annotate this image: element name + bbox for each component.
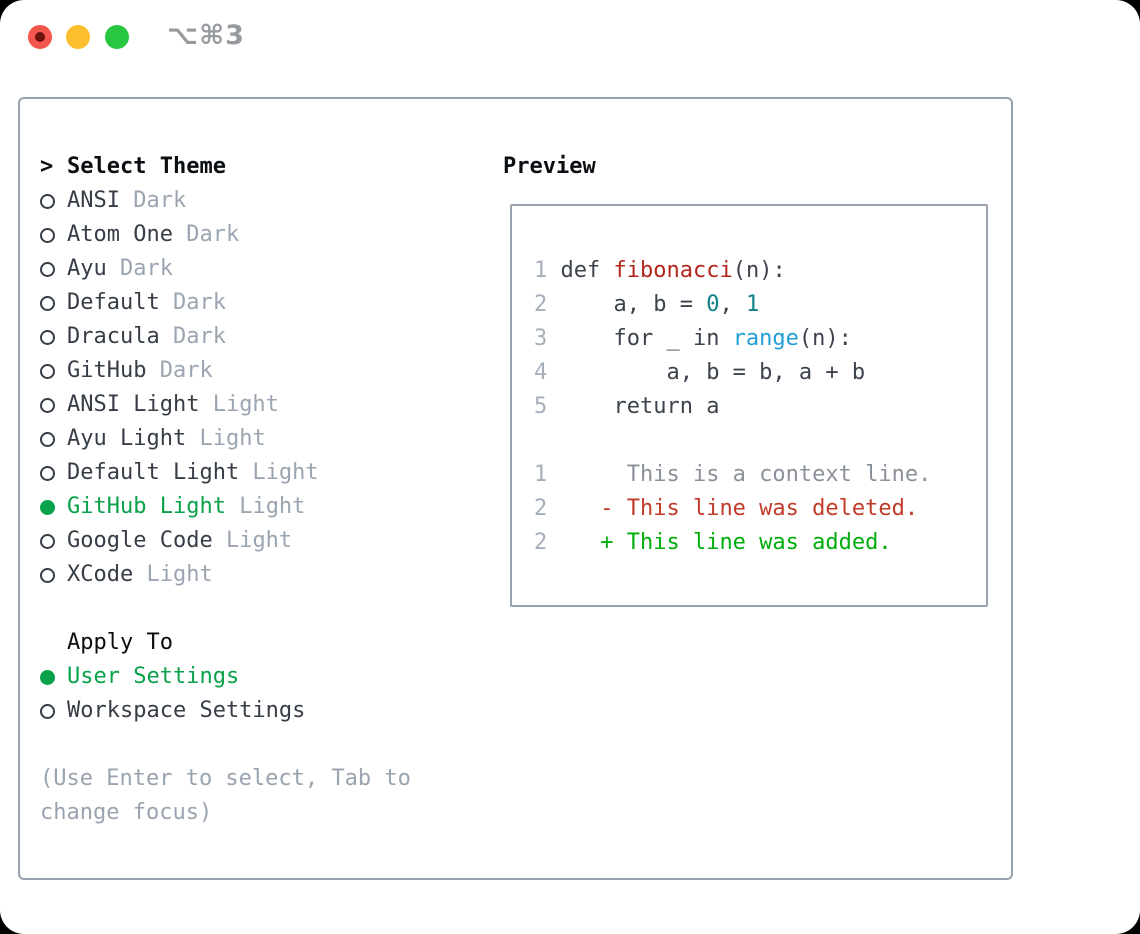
theme-name: GitHub Light bbox=[67, 494, 226, 519]
theme-variant-tag: Dark bbox=[159, 324, 226, 349]
apply-to-title: Apply To bbox=[67, 630, 173, 655]
theme-variant-tag: Light bbox=[239, 460, 319, 485]
code-line: 2 a, b = 0, 1 bbox=[534, 292, 760, 317]
theme-name: Dracula bbox=[67, 324, 160, 349]
apply-option-label: Workspace Settings bbox=[67, 698, 306, 723]
radio-selected-icon bbox=[40, 499, 55, 515]
apply-option-user-settings[interactable]: User Settings bbox=[40, 660, 411, 694]
theme-variant-tag: Dark bbox=[106, 256, 173, 281]
radio-icon bbox=[40, 261, 55, 277]
apply-option-label: User Settings bbox=[67, 664, 240, 689]
code-line: 2 + This line was added. bbox=[534, 530, 892, 555]
titlebar: ⌥⌘3 bbox=[0, 0, 1140, 74]
radio-icon bbox=[40, 703, 55, 719]
theme-variant-tag: Light bbox=[225, 494, 306, 519]
radio-icon bbox=[40, 363, 55, 379]
theme-name: GitHub bbox=[67, 358, 147, 383]
help-text-line-2: change focus) bbox=[40, 800, 213, 825]
radio-icon bbox=[40, 227, 55, 243]
theme-option-xcode[interactable]: XCode Light bbox=[40, 558, 411, 592]
code-preview: 1 def fibonacci(n): 2 a, b = 0, 1 3 for _ … bbox=[534, 254, 968, 560]
theme-variant-tag: Light bbox=[186, 426, 266, 451]
close-button[interactable] bbox=[28, 25, 52, 49]
theme-option-github-light[interactable]: GitHub Light Light bbox=[40, 490, 411, 524]
radio-icon bbox=[40, 295, 55, 311]
spacer bbox=[40, 592, 411, 626]
theme-option-ayu[interactable]: Ayu Dark bbox=[40, 252, 411, 286]
select-theme-header: > Select Theme bbox=[40, 150, 411, 184]
theme-name: Google Code bbox=[67, 528, 213, 553]
theme-variant-tag: Light bbox=[212, 528, 293, 553]
help-text-line-1: (Use Enter to select, Tab to bbox=[40, 766, 411, 791]
theme-name: ANSI Light bbox=[67, 392, 200, 417]
window-title: ⌥⌘3 bbox=[167, 20, 245, 51]
zoom-button[interactable] bbox=[105, 25, 129, 49]
code-line: 5 return a bbox=[534, 394, 720, 419]
spacer bbox=[40, 728, 411, 762]
radio-icon bbox=[40, 397, 55, 413]
preview-title: Preview bbox=[503, 154, 596, 179]
theme-name: Ayu Light bbox=[67, 426, 187, 451]
radio-selected-icon bbox=[40, 669, 55, 685]
theme-option-ayu-light[interactable]: Ayu Light Light bbox=[40, 422, 411, 456]
code-line: 3 for _ in range(n): bbox=[534, 326, 852, 351]
theme-variant-tag: Light bbox=[133, 562, 213, 587]
theme-name: Ayu bbox=[67, 256, 107, 281]
cursor-arrow-icon: > bbox=[40, 154, 54, 179]
theme-option-google-code[interactable]: Google Code Light bbox=[40, 524, 411, 558]
theme-name: Atom One bbox=[67, 222, 173, 247]
theme-variant-tag: Dark bbox=[146, 358, 213, 383]
radio-icon bbox=[40, 533, 55, 549]
select-theme-title: Select Theme bbox=[67, 154, 226, 179]
theme-name: Default bbox=[67, 290, 160, 315]
theme-option-default-light[interactable]: Default Light Light bbox=[40, 456, 411, 490]
theme-name: ANSI bbox=[67, 188, 120, 213]
radio-icon bbox=[40, 567, 55, 583]
code-line: 2 - This line was deleted. bbox=[534, 496, 919, 521]
theme-option-github[interactable]: GitHub Dark bbox=[40, 354, 411, 388]
theme-option-atom-one[interactable]: Atom One Dark bbox=[40, 218, 411, 252]
theme-variant-tag: Dark bbox=[159, 290, 226, 315]
theme-option-default[interactable]: Default Dark bbox=[40, 286, 411, 320]
theme-variant-tag: Dark bbox=[119, 188, 187, 213]
preview-box: 1 def fibonacci(n): 2 a, b = 0, 1 3 for _ … bbox=[510, 204, 988, 607]
radio-icon bbox=[40, 329, 55, 345]
code-line: 1 def fibonacci(n): bbox=[534, 258, 786, 283]
code-line: 4 a, b = b, a + b bbox=[534, 360, 866, 385]
code-blank-line bbox=[534, 424, 968, 458]
theme-name: Default Light bbox=[67, 460, 240, 485]
theme-variant-tag: Dark bbox=[172, 222, 240, 247]
apply-option-workspace-settings[interactable]: Workspace Settings bbox=[40, 694, 411, 728]
theme-option-dracula[interactable]: Dracula Dark bbox=[40, 320, 411, 354]
theme-option-ansi-light[interactable]: ANSI Light Light bbox=[40, 388, 411, 422]
radio-icon bbox=[40, 431, 55, 447]
theme-name: XCode bbox=[67, 562, 134, 587]
code-line: 1 This is a context line. bbox=[534, 462, 932, 487]
radio-icon bbox=[40, 193, 55, 209]
radio-icon bbox=[40, 465, 55, 481]
apply-to-header: Apply To bbox=[40, 626, 411, 660]
minimize-button[interactable] bbox=[66, 25, 90, 49]
theme-option-ansi[interactable]: ANSI Dark bbox=[40, 184, 411, 218]
theme-variant-tag: Light bbox=[199, 392, 279, 417]
